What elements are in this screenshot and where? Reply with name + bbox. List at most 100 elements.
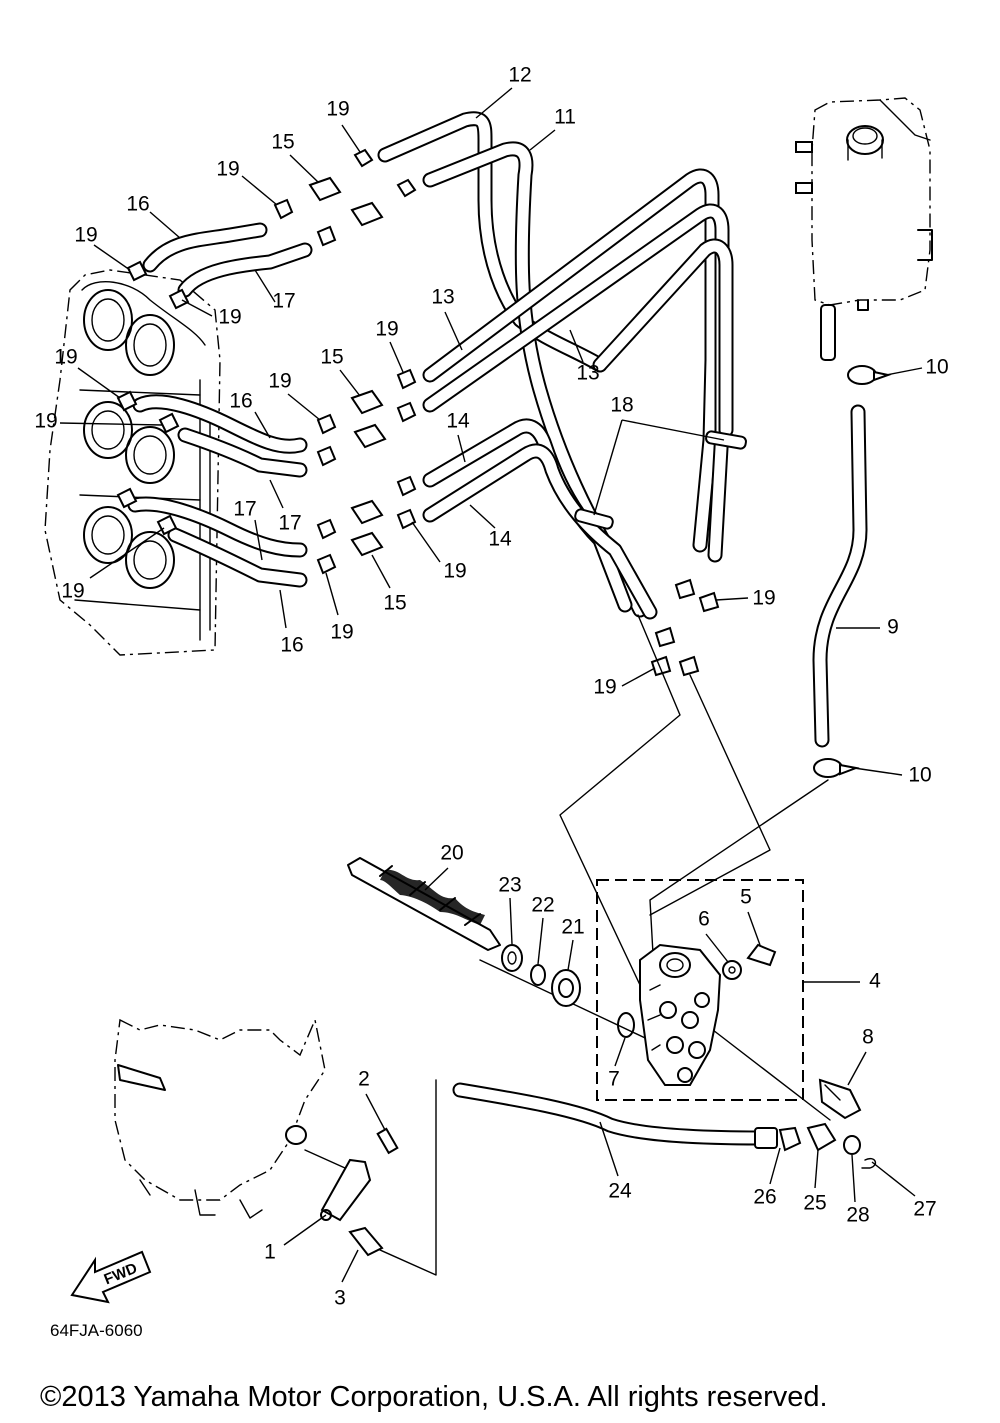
- callout-3: 3: [334, 1249, 359, 1310]
- callout-17: 17: [269, 479, 302, 535]
- svg-text:19: 19: [443, 560, 466, 583]
- control-rod: [452, 1082, 877, 1169]
- svg-text:19: 19: [752, 587, 775, 610]
- callout-19: 19: [715, 587, 776, 610]
- callout-11: 11: [529, 106, 576, 151]
- svg-text:10: 10: [925, 356, 948, 379]
- svg-text:16: 16: [126, 193, 149, 216]
- svg-text:19: 19: [61, 580, 84, 603]
- callout-17: 17: [233, 498, 263, 561]
- callout-19: 19: [325, 572, 354, 644]
- svg-text:19: 19: [34, 410, 57, 433]
- callout-14: 14: [469, 504, 512, 551]
- callout-26: 26: [753, 1147, 781, 1209]
- oil-tank: [795, 97, 933, 361]
- svg-text:19: 19: [74, 224, 97, 247]
- svg-text:22: 22: [531, 894, 554, 917]
- callout-1: 1: [264, 1214, 327, 1264]
- svg-text:15: 15: [271, 131, 294, 154]
- svg-text:20: 20: [440, 842, 463, 865]
- svg-text:13: 13: [431, 286, 454, 309]
- svg-text:16: 16: [229, 390, 252, 413]
- callout-8: 8: [847, 1026, 874, 1086]
- callout-27: 27: [871, 1161, 937, 1221]
- callout-20: 20: [424, 842, 464, 891]
- svg-text:21: 21: [561, 916, 584, 939]
- svg-text:4: 4: [869, 970, 881, 993]
- callout-16: 16: [229, 390, 271, 439]
- svg-text:26: 26: [753, 1186, 776, 1209]
- svg-text:19: 19: [216, 158, 239, 181]
- callout-16: 16: [279, 589, 304, 657]
- svg-text:19: 19: [218, 306, 241, 329]
- callout-9: 9: [836, 616, 899, 639]
- callout-19: 19: [593, 667, 656, 699]
- svg-text:10: 10: [908, 764, 931, 787]
- callout-25: 25: [803, 1149, 827, 1215]
- svg-text:17: 17: [278, 512, 301, 535]
- callout-12: 12: [475, 64, 532, 119]
- callout-19: 19: [375, 318, 404, 373]
- svg-text:5: 5: [740, 886, 752, 909]
- callout-2: 2: [358, 1068, 386, 1131]
- callout-14: 14: [446, 410, 470, 463]
- svg-text:27: 27: [913, 1198, 936, 1221]
- svg-text:19: 19: [330, 621, 353, 644]
- svg-text:16: 16: [280, 634, 303, 657]
- callout-13: 13: [431, 286, 463, 351]
- svg-text:17: 17: [272, 290, 295, 313]
- hose-bundle: [377, 111, 747, 620]
- short-hoses: [127, 222, 313, 588]
- svg-text:14: 14: [488, 528, 512, 551]
- callout-13: 13: [569, 329, 600, 385]
- callout-10: 10: [853, 764, 932, 787]
- seals: [501, 944, 635, 1038]
- oil-pump-assembly: [596, 879, 862, 1120]
- callout-15: 15: [271, 131, 319, 183]
- callout-17: 17: [254, 269, 296, 313]
- callout-21: 21: [561, 916, 585, 971]
- callout-19: 19: [34, 410, 163, 433]
- assembly-lines: [379, 614, 831, 1276]
- svg-text:14: 14: [446, 410, 470, 433]
- callout-19: 19: [181, 299, 242, 329]
- svg-text:23: 23: [498, 874, 521, 897]
- callout-22: 22: [531, 894, 555, 965]
- hose-9: [812, 404, 868, 748]
- svg-text:28: 28: [846, 1204, 869, 1227]
- svg-text:24: 24: [608, 1180, 632, 1203]
- callout-18: 18: [593, 394, 725, 516]
- callout-19: 19: [268, 370, 321, 421]
- callout-19: 19: [326, 98, 361, 153]
- callout-7: 7: [608, 1037, 626, 1091]
- diagram-code: 64FJA-6060: [50, 1321, 143, 1340]
- svg-text:6: 6: [698, 908, 710, 931]
- svg-text:8: 8: [862, 1026, 874, 1049]
- svg-text:19: 19: [326, 98, 349, 121]
- svg-text:17: 17: [233, 498, 256, 521]
- svg-text:13: 13: [576, 362, 599, 385]
- callout-28: 28: [846, 1154, 870, 1227]
- svg-text:19: 19: [375, 318, 398, 341]
- callout-23: 23: [498, 874, 522, 945]
- svg-text:25: 25: [803, 1192, 826, 1215]
- callout-19: 19: [74, 224, 131, 271]
- cylinder-block-outline: [44, 269, 221, 656]
- svg-text:19: 19: [593, 676, 616, 699]
- callout-6: 6: [698, 908, 729, 963]
- svg-text:7: 7: [608, 1068, 620, 1091]
- callout-19: 19: [61, 527, 165, 603]
- callout-24: 24: [599, 1121, 632, 1203]
- pump-shaft: [347, 857, 501, 951]
- svg-text:9: 9: [887, 616, 899, 639]
- svg-text:3: 3: [334, 1287, 346, 1310]
- callout-19: 19: [54, 346, 121, 399]
- clips-and-joints: [116, 148, 892, 778]
- callout-4: 4: [803, 970, 881, 993]
- callout-15: 15: [320, 346, 361, 397]
- callout-15: 15: [371, 554, 407, 615]
- callout-19: 19: [216, 158, 278, 206]
- callout-16: 16: [126, 193, 181, 239]
- svg-text:1: 1: [264, 1241, 276, 1264]
